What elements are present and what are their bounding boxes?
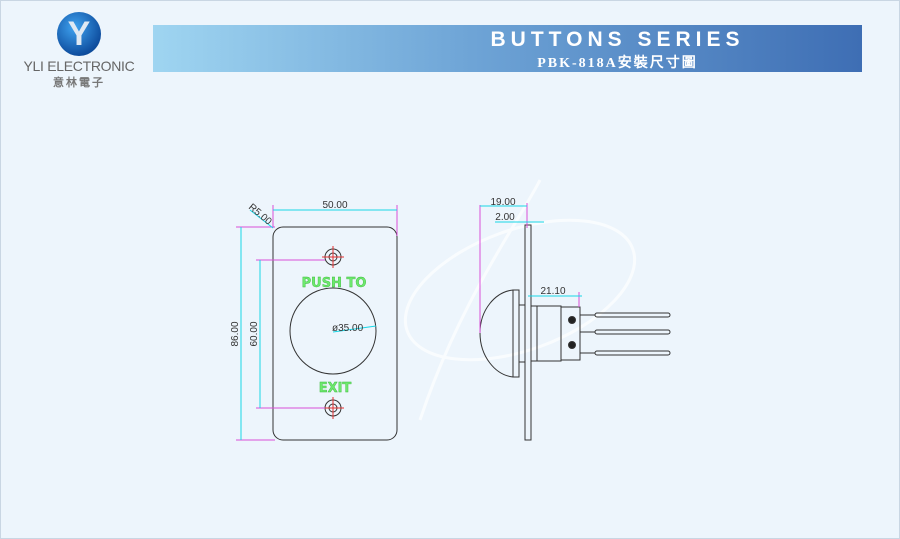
front-depth-dimension: 19.00 <box>490 197 515 208</box>
banner-title: BUTTONS SERIES <box>490 28 745 51</box>
face-plate <box>272 226 398 441</box>
terminal-screw-icon <box>568 341 576 349</box>
rear-depth-dimension: 21.10 <box>540 286 565 297</box>
width-dimension: 50.00 <box>322 200 347 211</box>
dome-button <box>479 289 514 378</box>
terminal-screw-icon <box>568 316 576 324</box>
terminal-pins <box>580 312 671 356</box>
logo-mark-letter: Y <box>67 15 91 53</box>
switch-body <box>530 305 562 362</box>
front-view: PUSH TO EXIT 50.00 86.00 60.00 R5.00 ø35… <box>230 200 398 441</box>
side-view <box>479 203 671 441</box>
push-to-label: PUSH TO <box>302 276 367 291</box>
bottom-screw-hole <box>322 397 344 419</box>
company-logo: Y YLI ELECTRONIC 意林電子 <box>18 12 140 90</box>
terminal-block <box>560 306 581 361</box>
button-diameter-dimension: ø35.00 <box>332 323 364 334</box>
corner-radius-dimension: R5.00 <box>246 202 274 228</box>
banner-subtitle: PBK-818A安裝尺寸圖 <box>537 56 698 71</box>
title-banner: BUTTONS SERIES PBK-818A安裝尺寸圖 <box>153 25 862 72</box>
logo-mark-icon: Y <box>57 12 101 56</box>
side-plate <box>524 224 532 441</box>
button-flange <box>512 289 520 378</box>
plate-thickness-dimension: 2.00 <box>495 212 515 223</box>
hole-spacing-dimension: 60.00 <box>249 321 260 346</box>
top-screw-hole <box>322 246 344 268</box>
watermark-swirl <box>403 179 637 421</box>
height-dimension: 86.00 <box>230 321 241 346</box>
brand-name-zh: 意林電子 <box>53 77 105 89</box>
exit-label: EXIT <box>319 381 352 396</box>
brand-name-en: YLI ELECTRONIC <box>23 58 135 74</box>
button-circle <box>289 287 377 375</box>
